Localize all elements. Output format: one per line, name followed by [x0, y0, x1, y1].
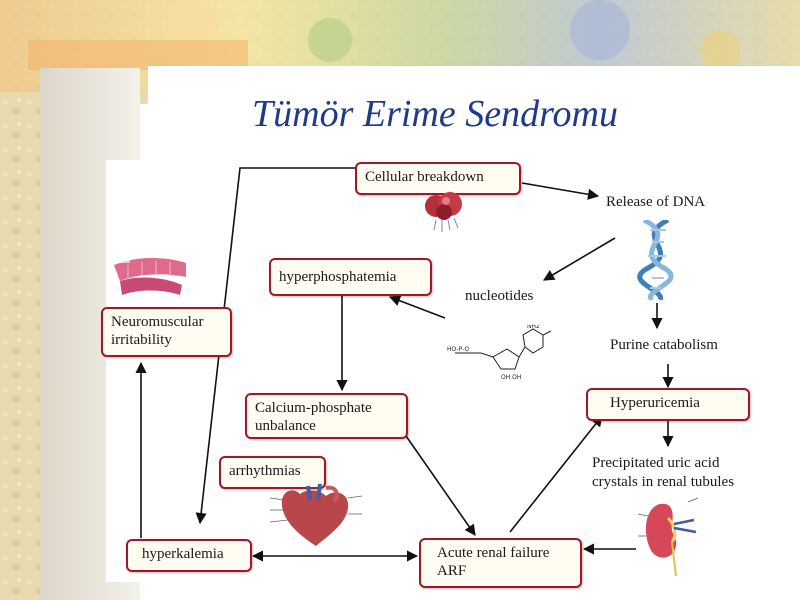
arf-label-line1: Acute renal failure [437, 545, 550, 561]
arrow-calcium-arf [396, 422, 476, 536]
arrow-nucleotides-to-hyperphosphatemia [388, 295, 446, 319]
purine-catabolism-label: Purine catabolism [610, 337, 718, 353]
precipitated-label-line2: crystals in renal tubules [592, 474, 735, 490]
hyperkalemia-box: hyperkalemia [126, 539, 252, 572]
hyperuricemia-box: Hyperuricemia [586, 388, 750, 421]
nucleotides-label: nucleotides [465, 288, 534, 304]
hyperuricemia-label: Hyperuricemia [610, 395, 700, 411]
arrow-arf-to-hyperuricemia [509, 415, 603, 533]
calcium-phosphate-box: Calcium-phosphate unbalance [245, 393, 408, 439]
svg-text:HO-P-O: HO-P-O [447, 346, 469, 353]
cell-illustration-icon [425, 192, 462, 232]
calcium-label-line1: Calcium-phosphate [255, 400, 372, 416]
svg-text:OH OH: OH OH [501, 374, 521, 381]
hyperphosphatemia-box: hyperphosphatemia [269, 258, 432, 296]
arf-label-line2: ARF [437, 563, 467, 579]
cellular-breakdown-label: Cellular breakdown [365, 169, 484, 185]
hyperkalemia-label: hyperkalemia [142, 546, 224, 562]
cellular-breakdown-box: Cellular breakdown [355, 162, 521, 195]
kidney-anatomy-icon [638, 497, 699, 577]
arrow-breakdown-to-hyperkalemia [195, 167, 355, 525]
calcium-label-line2: unbalance [255, 418, 316, 434]
arf-box: Acute renal failure ARF [419, 538, 582, 588]
release-dna-label: Release of DNA [606, 194, 706, 210]
arrhythmias-label: arrhythmias [229, 463, 301, 479]
neuromuscular-label-line1: Neuromuscular [111, 314, 204, 330]
muscle-fiber-icon [108, 257, 186, 295]
neuromuscular-label-line2: irritability [111, 332, 172, 348]
nucleotide-structure-icon: HO-P-O OH OH NH2 [447, 325, 552, 381]
dna-helix-icon [637, 220, 674, 300]
slide-title: Tümör Erime Sendromu [252, 93, 618, 135]
arrhythmias-box: arrhythmias [219, 456, 326, 489]
neuromuscular-box: Neuromuscular irritability [101, 307, 232, 357]
arrow-breakdown-to-dna [521, 182, 600, 200]
heart-anatomy-icon [270, 484, 362, 546]
svg-text:NH2: NH2 [527, 325, 540, 330]
precipitated-label-line1: Precipitated uric acid [592, 455, 720, 471]
arrow-dna-to-nucleotides [543, 237, 616, 281]
hyperphosphatemia-label: hyperphosphatemia [279, 269, 397, 285]
precipitated-label: Precipitated uric acid crystals in renal… [592, 454, 734, 492]
